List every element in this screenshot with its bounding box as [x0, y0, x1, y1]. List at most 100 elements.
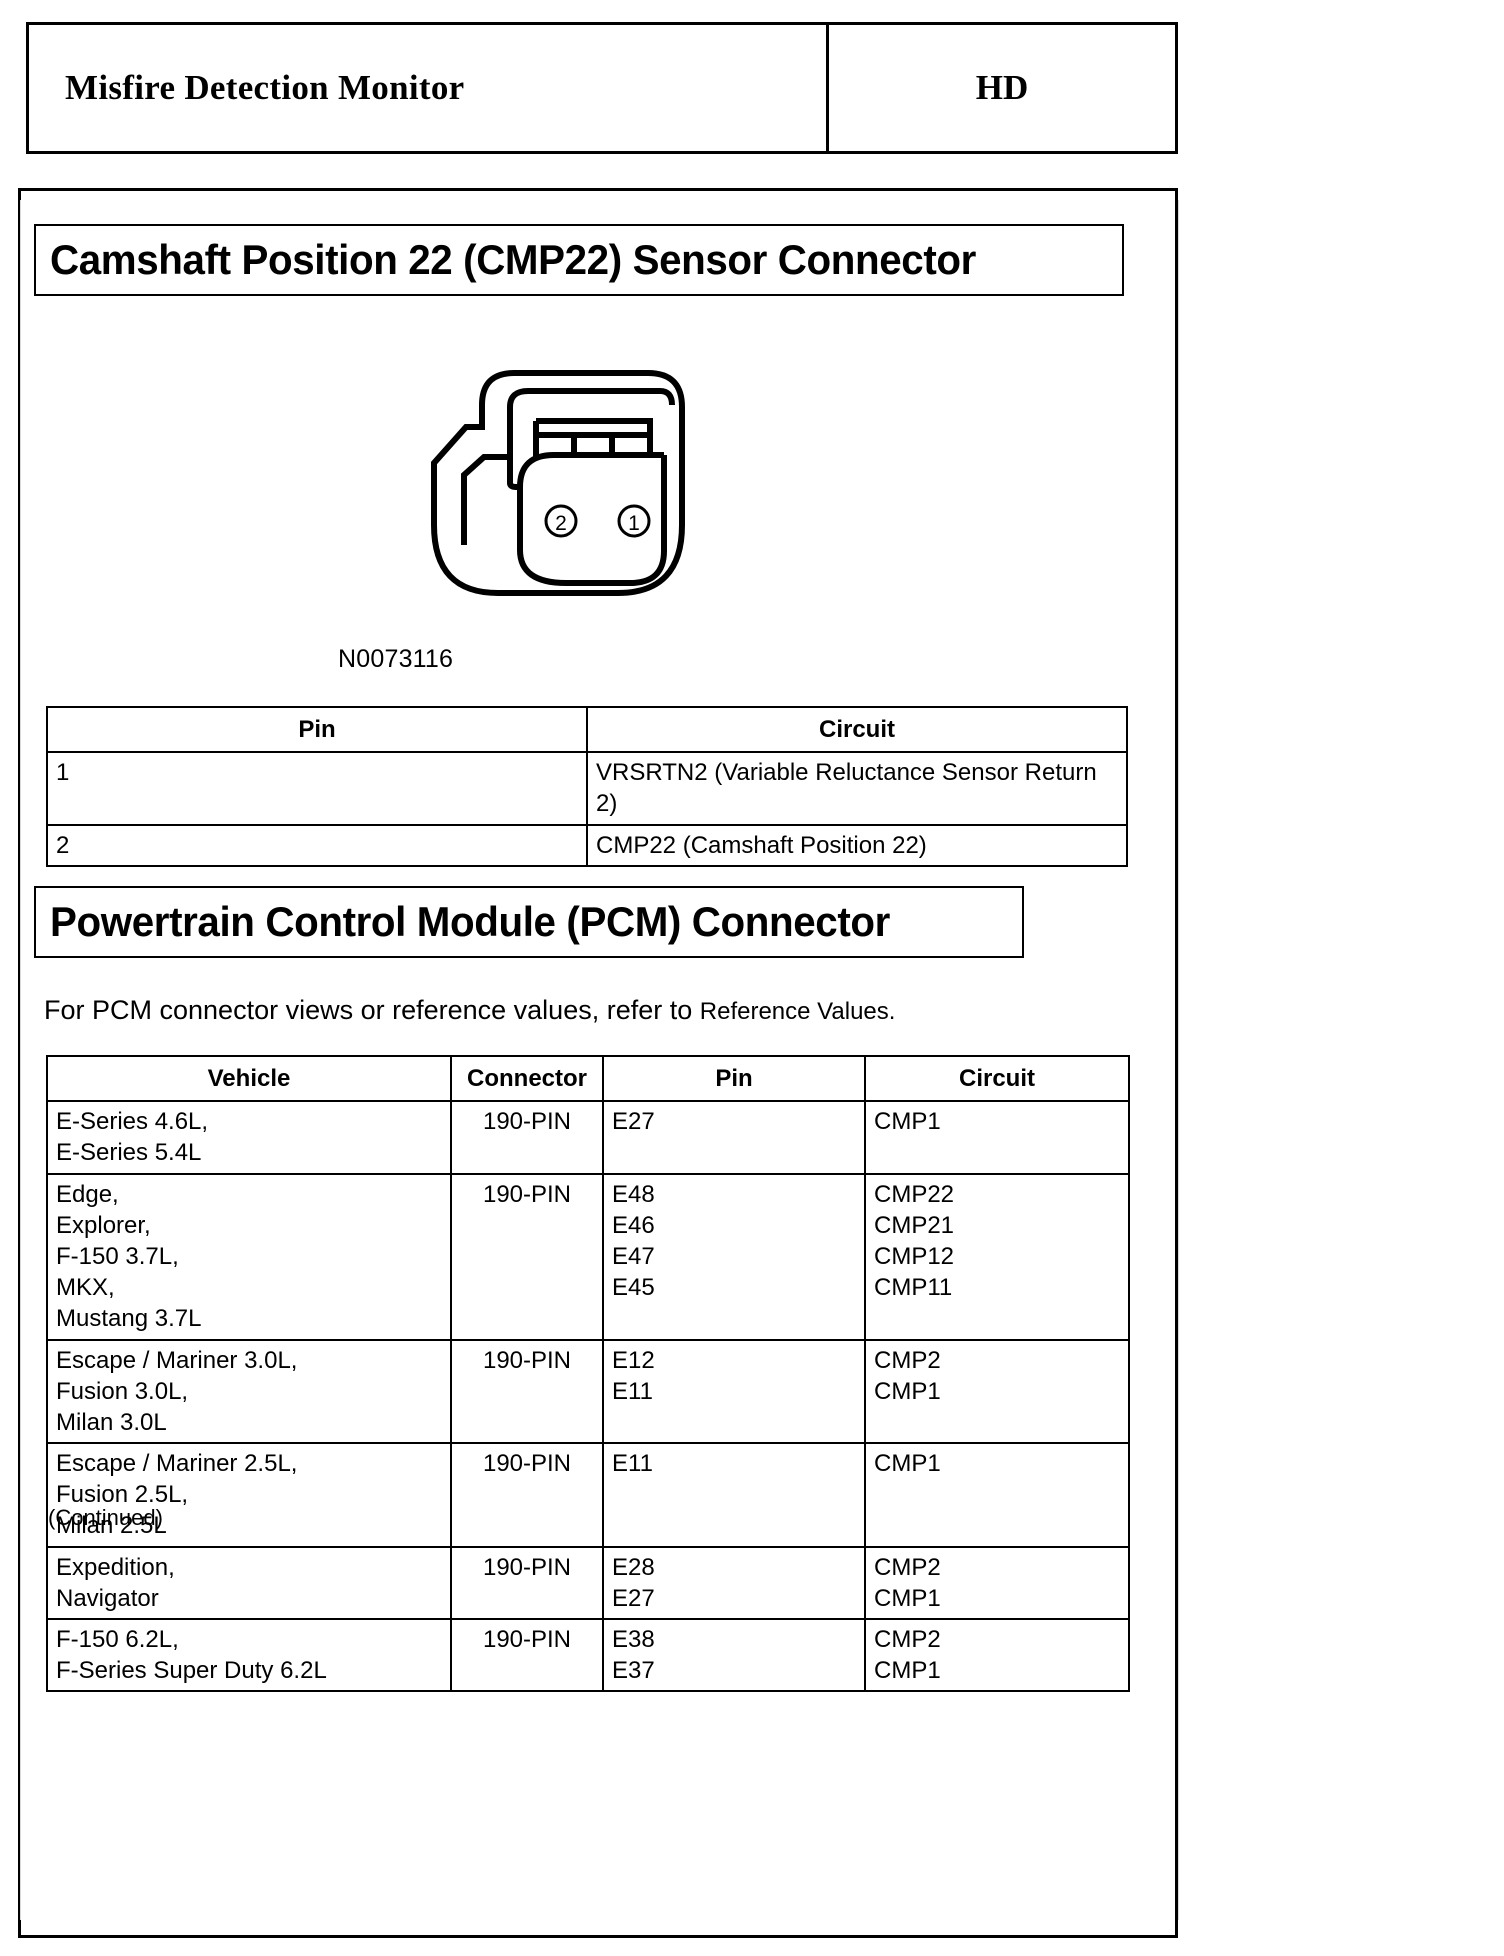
column-header-vehicle: Vehicle: [46, 1054, 452, 1103]
content-frame: [18, 188, 1178, 1938]
scan-fold-mark: [20, 200, 21, 1920]
cell-pin: 2: [46, 823, 588, 867]
section-title-cmp22: Camshaft Position 22 (CMP22) Sensor Conn…: [34, 224, 1124, 296]
vehicle-line: Edge,: [56, 1180, 119, 1208]
cell-vehicle: Escape / Mariner 2.5L, Fusion 2.5L, Milan …: [46, 1442, 452, 1548]
pcm-note-text: For PCM connector views or reference val…: [44, 995, 700, 1025]
circuit-line: CMP1: [874, 1377, 941, 1405]
table-row: Edge,Explorer,F-150 3.7L,MKX,Mustang 3.7…: [46, 1172, 1130, 1341]
page-header: Misfire Detection Monitor HD: [26, 22, 1178, 154]
reference-values-link[interactable]: Reference Values.: [699, 998, 896, 1025]
circuit-line: CMP2: [874, 1346, 941, 1374]
pin-line: E48: [612, 1180, 655, 1208]
column-header-pin: Pin: [602, 1054, 866, 1103]
cmp22-pin-circuit-table: Pin Circuit 1 VRSRTN2 (Variable Reluctan…: [46, 705, 1128, 867]
cell-vehicle: Edge,Explorer,F-150 3.7L,MKX,Mustang 3.7…: [46, 1172, 452, 1341]
page-header-title-cell: Misfire Detection Monitor: [29, 25, 829, 151]
pcm-note-paragraph: For PCM connector views or reference val…: [44, 995, 895, 1026]
circuit-line: CMP1: [874, 1584, 941, 1612]
vehicle-line: F-Series Super Duty 6.2L: [56, 1657, 327, 1685]
cell-connector: 190-PIN: [450, 1545, 604, 1621]
cell-connector: 190-PIN: [450, 1442, 604, 1548]
table-row: 2 CMP22 (Camshaft Position 22): [46, 823, 1128, 867]
page-title: Misfire Detection Monitor: [65, 68, 465, 107]
cell-vehicle: F-150 6.2L, F-Series Super Duty 6.2L: [46, 1617, 452, 1693]
cell-connector: 190-PIN: [450, 1338, 604, 1445]
cell-pin: E27: [602, 1100, 866, 1175]
pin-line: E46: [612, 1211, 655, 1239]
table-row: Escape / Mariner 3.0L,Fusion 3.0L,Milan …: [46, 1338, 1130, 1445]
cell-circuit: CMP1: [864, 1442, 1130, 1548]
column-header-circuit: Circuit: [586, 705, 1128, 754]
pin-marker-1-circle: [617, 504, 651, 538]
cell-connector: 190-PIN: [450, 1172, 604, 1341]
vehicle-line: Navigator: [56, 1584, 159, 1612]
table-row: Escape / Mariner 2.5L, Fusion 2.5L, Milan …: [46, 1442, 1130, 1548]
pin-line: E38: [612, 1626, 655, 1653]
scan-fold-mark: [1178, 200, 1179, 1920]
pin-line: E47: [612, 1242, 655, 1270]
vehicle-line: E-Series 5.4L: [56, 1139, 202, 1167]
pin-marker-2-circle: [544, 504, 578, 538]
cell-vehicle: Expedition, Navigator: [46, 1545, 452, 1621]
circuit-line: CMP11: [874, 1274, 953, 1302]
table-header-row: Vehicle Connector Pin Circuit: [46, 1054, 1130, 1103]
connector-part-number: N0073116: [338, 645, 454, 673]
circuit-line: CMP1: [874, 1657, 941, 1685]
vehicle-line: E-Series 4.6L,: [56, 1108, 209, 1136]
cell-connector: 190-PIN: [450, 1100, 604, 1175]
cell-vehicle: Escape / Mariner 3.0L,Fusion 3.0L,Milan …: [46, 1338, 452, 1445]
circuit-line: CMP2: [874, 1553, 941, 1581]
vehicle-line: Fusion 2.5L,: [56, 1481, 189, 1509]
vehicle-line: MKX,: [56, 1274, 115, 1302]
section-title-pcm-label: Powertrain Control Module (PCM) Connecto…: [50, 898, 890, 945]
table-row: 1 VRSRTN2 (Variable Reluctance Sensor Re…: [46, 751, 1128, 826]
pin-line: E12: [612, 1346, 655, 1374]
vehicle-line: Milan 3.0L: [56, 1408, 167, 1436]
vehicle-line: Escape / Mariner 3.0L,: [56, 1346, 298, 1374]
circuit-line: CMP2: [874, 1626, 941, 1653]
vehicle-line: Expedition,: [56, 1553, 175, 1581]
pin-line: E11: [612, 1377, 653, 1405]
cell-circuit: CMP22 (Camshaft Position 22): [586, 823, 1128, 867]
section-title-pcm: Powertrain Control Module (PCM) Connecto…: [34, 886, 1024, 958]
page-header-code-cell: HD: [829, 25, 1175, 151]
circuit-line: CMP1: [874, 1108, 941, 1136]
cmp22-connector-diagram: 2 1: [420, 345, 740, 655]
column-header-circuit: Circuit: [864, 1054, 1130, 1103]
pin-line: E45: [612, 1274, 655, 1302]
pin-line: E37: [612, 1657, 655, 1685]
pin-marker-1-label: 1: [628, 512, 640, 535]
cell-vehicle: E-Series 4.6L, E-Series 5.4L: [46, 1100, 452, 1175]
vehicle-line: Escape / Mariner 2.5L,: [56, 1450, 298, 1478]
vehicle-line: F-150 6.2L,: [56, 1626, 179, 1653]
cell-pin: 1: [46, 751, 588, 826]
pcm-vehicle-pin-table: Vehicle Connector Pin Circuit E-Series 4…: [46, 1054, 1130, 1693]
continued-note: (Continued): [48, 1505, 163, 1530]
vehicle-line: Milan 2.5L: [56, 1512, 167, 1540]
pin-marker-2-label: 2: [555, 512, 567, 535]
page-code-badge: HD: [975, 68, 1029, 107]
column-header-connector: Connector: [450, 1054, 604, 1103]
cell-connector: 190-PIN: [450, 1617, 604, 1693]
circuit-line: CMP1: [874, 1450, 941, 1478]
table-row: F-150 6.2L, F-Series Super Duty 6.2L 190-P…: [46, 1617, 1130, 1693]
table-header-row: Pin Circuit: [46, 705, 1128, 754]
circuit-line: CMP22: [874, 1180, 955, 1208]
vehicle-line: Mustang 3.7L: [56, 1305, 202, 1333]
column-header-pin: Pin: [46, 705, 588, 754]
pin-line: E27: [612, 1584, 655, 1612]
vehicle-line: F-150 3.7L,: [56, 1242, 179, 1270]
circuit-line: CMP12: [874, 1242, 955, 1270]
cell-circuit: VRSRTN2 (Variable Reluctance Sensor Retu…: [586, 751, 1128, 826]
cell-circuit: CMP1: [864, 1100, 1130, 1175]
